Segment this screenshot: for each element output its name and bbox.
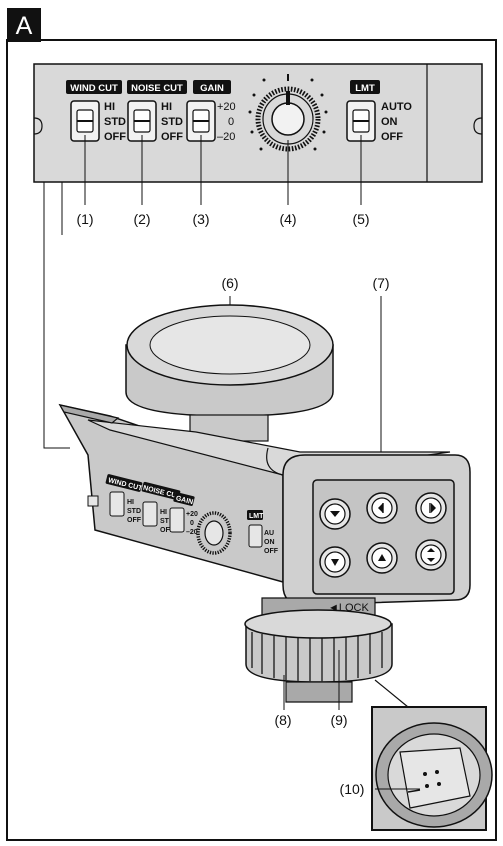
lmt-label: LMT <box>355 83 375 94</box>
wind-cut-opt-hi: HI <box>104 101 115 113</box>
callout-8: (8) <box>274 712 291 728</box>
noise-cut-label-box <box>127 80 187 94</box>
noise-cut-opt-hi: HI <box>161 101 172 113</box>
callout-1: (1) <box>76 211 93 227</box>
device-wind-std: STD <box>127 508 141 515</box>
lmt-opt-auto: AUTO <box>381 101 412 113</box>
device-wind-cut-box <box>105 474 143 492</box>
callout-9: (9) <box>330 712 347 728</box>
lock-ring-knurl <box>251 632 383 682</box>
device-side-panel: WIND CUT NOISE CUT GAIN LMT HI STD OFF H… <box>87 474 279 555</box>
device-gain-switch[interactable] <box>169 507 185 533</box>
down-arrow-icon <box>330 511 340 517</box>
figure-frame <box>6 39 497 841</box>
panel-leader-lines <box>84 135 362 205</box>
device-gain-label: GAIN <box>175 495 194 506</box>
device-top-edge <box>266 447 284 476</box>
device-gain-plus20: +20 <box>186 511 198 518</box>
device-gain-zero: 0 <box>190 520 194 527</box>
button-top-middle[interactable] <box>366 492 398 524</box>
shoe-mount <box>244 597 393 703</box>
down-arrow-icon <box>427 558 435 562</box>
device-wind-off: OFF <box>127 517 142 524</box>
down-arrow-icon <box>331 559 339 566</box>
lmt-label-box <box>350 80 380 94</box>
callout-10: (10) <box>340 781 365 797</box>
device-lmt-auto: AU <box>264 530 274 537</box>
wind-cut-label: WIND CUT <box>70 83 118 94</box>
gain-opt-minus20: –20 <box>217 131 235 143</box>
shoe-inset <box>371 706 493 831</box>
device-lmt-off: OFF <box>264 548 279 555</box>
device-wind-hi: HI <box>127 499 134 506</box>
device-noise-hi: HI <box>160 509 167 516</box>
button-bottom-right[interactable] <box>415 539 447 571</box>
wind-cut-switch[interactable] <box>70 100 100 142</box>
inset-connector <box>374 679 409 708</box>
button-top-left[interactable] <box>319 498 351 530</box>
device-noise-off: OFF <box>160 527 175 534</box>
panel-notch-left <box>33 117 43 135</box>
device-noise-std: STD <box>160 518 174 525</box>
button-bottom-left[interactable] <box>319 546 351 578</box>
gain-dial[interactable] <box>248 74 328 152</box>
gain-opt-zero: 0 <box>228 116 234 128</box>
figure-letter-box <box>7 8 41 42</box>
gain-label-box <box>193 80 231 94</box>
callout-5: (5) <box>352 211 369 227</box>
lock-ring-top <box>244 609 392 639</box>
gain-opt-plus20: +20 <box>217 101 236 113</box>
lock-text: ◄LOCK <box>328 602 370 614</box>
figure-letter: A <box>16 12 33 40</box>
device-wind-switch[interactable] <box>109 491 125 517</box>
device-dial[interactable] <box>196 511 232 555</box>
lmt-opt-off: OFF <box>381 131 403 143</box>
callout-7: (7) <box>372 275 389 291</box>
device-noise-cut-box <box>141 481 181 501</box>
control-buttons <box>319 492 447 578</box>
wind-cut-label-box <box>66 80 122 94</box>
control-panel: WIND CUT HI STD OFF NOISE CUT HI STD OFF… <box>33 63 483 183</box>
device-flap <box>58 404 120 424</box>
device-lmt-switch[interactable] <box>248 524 263 548</box>
up-arrow-icon <box>378 554 386 561</box>
up-arrow-icon <box>427 548 435 552</box>
lmt-opt-on: ON <box>381 116 398 128</box>
wind-cut-opt-off: OFF <box>104 131 126 143</box>
noise-cut-opt-std: STD <box>161 116 183 128</box>
device-lmt-label: LMT <box>249 513 264 520</box>
button-bottom-middle[interactable] <box>366 542 398 574</box>
device-noise-switch[interactable] <box>142 501 158 527</box>
noise-cut-label: NOISE CUT <box>131 83 183 94</box>
shoe-foot <box>285 681 353 703</box>
microphone-device <box>58 304 471 606</box>
button-top-right[interactable] <box>415 492 447 524</box>
panel-notch-right <box>473 117 483 135</box>
device-latch <box>87 495 99 507</box>
device-lmt-on: ON <box>264 539 275 546</box>
device-gain-box <box>173 492 195 506</box>
panel-connector-line <box>43 182 70 449</box>
callout-6: (6) <box>221 275 238 291</box>
callout-2: (2) <box>133 211 150 227</box>
wind-cut-opt-std: STD <box>104 116 126 128</box>
callout-4: (4) <box>279 211 296 227</box>
noise-cut-opt-off: OFF <box>161 131 183 143</box>
callout-3: (3) <box>192 211 209 227</box>
windscreen-inner <box>149 315 311 375</box>
left-arrow-icon <box>378 503 383 513</box>
gain-label: GAIN <box>200 83 224 94</box>
device-gain-minus20: –20 <box>186 529 198 536</box>
device-lmt-box <box>247 510 263 520</box>
right-arrow-icon <box>431 503 436 513</box>
lmt-switch[interactable] <box>346 100 376 142</box>
